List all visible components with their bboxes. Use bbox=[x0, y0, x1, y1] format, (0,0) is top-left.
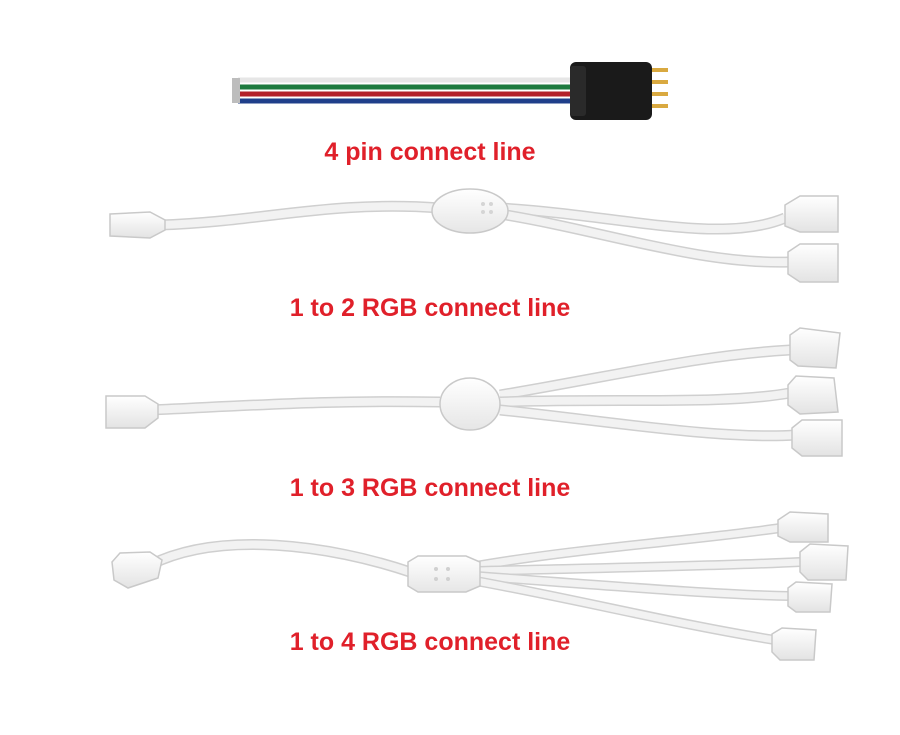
black-connector-housing bbox=[570, 62, 652, 120]
output-socket bbox=[789, 327, 841, 369]
connector-pins bbox=[652, 68, 668, 108]
one-to-two-connect-line bbox=[109, 188, 839, 283]
output-socket bbox=[771, 627, 817, 661]
splitter-hub bbox=[407, 555, 481, 593]
wire-tips bbox=[232, 78, 240, 103]
input-plug bbox=[109, 211, 166, 239]
caption-one-to-two: 1 to 2 RGB connect line bbox=[289, 294, 571, 322]
output-socket bbox=[787, 243, 839, 283]
four-pin-connect-line bbox=[232, 62, 668, 120]
output-socket bbox=[777, 511, 829, 543]
output-socket bbox=[787, 581, 833, 613]
splitter-hub bbox=[431, 188, 509, 234]
caption-four-pin: 4 pin connect line bbox=[324, 138, 536, 166]
caption-one-to-four: 1 to 4 RGB connect line bbox=[289, 628, 571, 656]
input-plug bbox=[111, 551, 163, 589]
output-socket bbox=[799, 543, 849, 581]
splitter-hub bbox=[439, 377, 501, 431]
caption-one-to-three: 1 to 3 RGB connect line bbox=[289, 474, 571, 502]
connector-strain-relief bbox=[570, 66, 586, 116]
output-socket bbox=[791, 419, 843, 457]
input-socket bbox=[105, 395, 159, 429]
output-socket bbox=[787, 375, 839, 415]
one-to-four-connect-line bbox=[111, 511, 849, 661]
one-to-three-connect-line bbox=[105, 327, 843, 457]
output-socket bbox=[784, 195, 839, 233]
